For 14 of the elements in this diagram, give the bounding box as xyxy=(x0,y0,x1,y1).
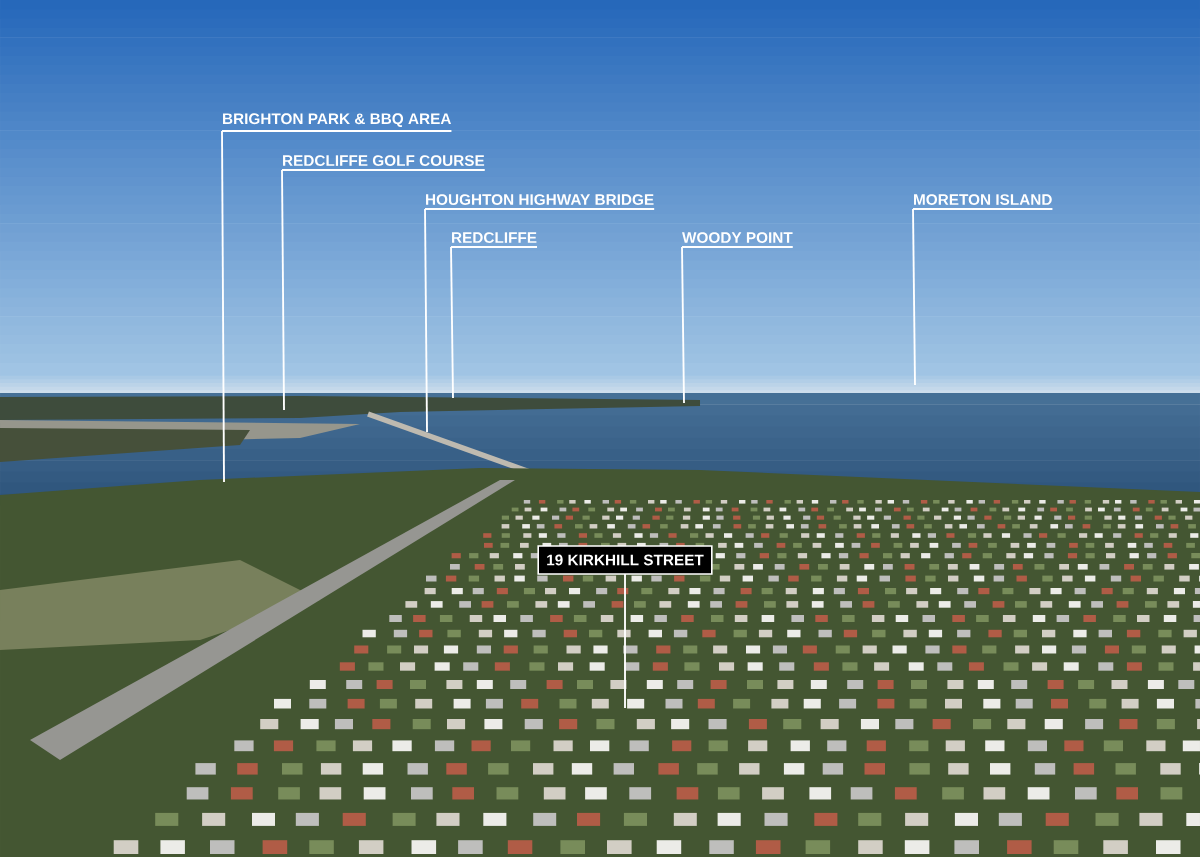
leader-line xyxy=(450,246,454,399)
place-label: MORETON ISLAND xyxy=(912,194,1054,210)
leader-line xyxy=(221,130,225,483)
place-label: REDCLIFFE GOLF COURSE xyxy=(281,155,486,171)
leader-line xyxy=(281,169,285,411)
leader-line xyxy=(624,573,626,709)
place-label: BRIGHTON PARK & BBQ AREA xyxy=(221,113,453,132)
leader-line xyxy=(681,246,685,404)
place-label: WOODY POINT xyxy=(681,232,794,248)
place-label: REDCLIFFE xyxy=(450,232,538,248)
leader-line xyxy=(424,208,428,433)
address-tag: 19 KIRKHILL STREET xyxy=(537,545,713,575)
leader-line xyxy=(912,208,916,386)
place-label: HOUGHTON HIGHWAY BRIDGE xyxy=(424,194,656,210)
